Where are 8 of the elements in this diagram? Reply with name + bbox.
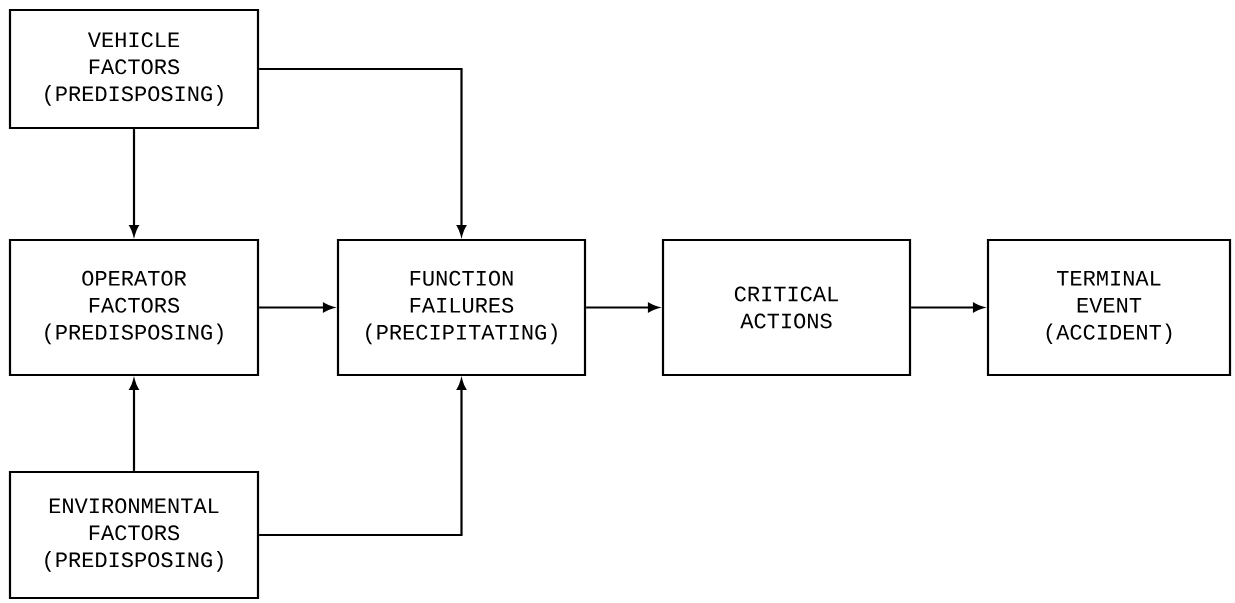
process-box: ENVIRONMENTAL FACTORS (PREDISPOSING): [8, 470, 260, 600]
process-box: CRITICAL ACTIONS: [661, 238, 912, 377]
process-box: VEHICLE FACTORS (PREDISPOSING): [8, 8, 260, 130]
process-box: TERMINAL EVENT (ACCIDENT): [986, 238, 1232, 377]
arrow: [129, 129, 139, 236]
arrow: [129, 379, 139, 471]
process-box: FUNCTION FAILURES (PRECIPITATING): [336, 238, 587, 377]
process-box: OPERATOR FACTORS (PREDISPOSING): [8, 238, 260, 377]
